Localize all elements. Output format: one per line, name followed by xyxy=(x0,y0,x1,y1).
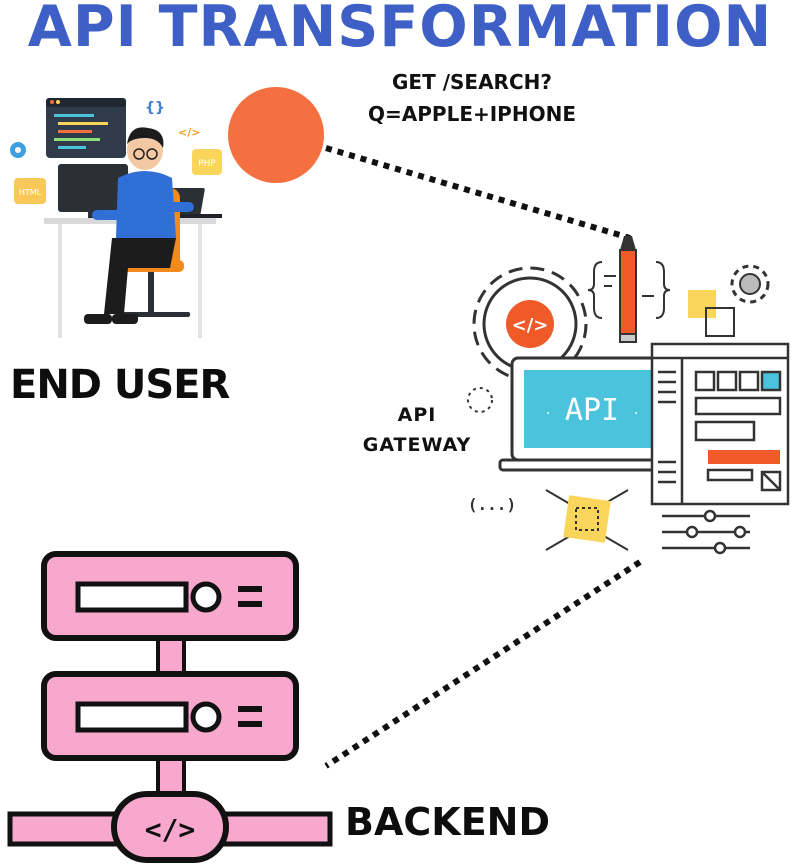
outline-square-icon xyxy=(705,307,735,337)
person-icon xyxy=(84,127,194,324)
backend-label: BACKEND xyxy=(345,800,551,844)
connector-user-to-gateway xyxy=(325,145,631,241)
pencil-icon xyxy=(619,236,637,343)
yellow-square-icon xyxy=(688,290,716,318)
html-badge-icon: HTML xyxy=(14,178,46,204)
gateway-screen-text: API xyxy=(565,393,619,428)
connector-gateway-to-backend xyxy=(324,559,642,769)
chip-icon xyxy=(545,489,629,551)
code-brackets-icon xyxy=(587,261,671,319)
end-user-label: END USER xyxy=(10,362,230,408)
backend-server-illustration: </> xyxy=(7,551,333,863)
php-badge-icon: PHP xyxy=(192,149,222,175)
api-gateway-illustration: </> API · · ( xyxy=(467,236,790,555)
request-text: GET /SEARCH? Q=APPLE+IPHONE xyxy=(322,66,622,130)
sliders-icon xyxy=(662,509,750,555)
gateway-code-badge: </> xyxy=(512,315,549,336)
html-badge-text: HTML xyxy=(19,188,42,197)
api-gateway-label-line-2: GATEWAY xyxy=(362,434,472,456)
gateway-laptop-icon: API · · xyxy=(498,356,686,472)
code-tag-icon: </> xyxy=(178,126,200,139)
ellipsis-badge-icon: (...) xyxy=(468,495,516,514)
backend-code-badge: </> xyxy=(145,813,196,846)
request-circle xyxy=(228,87,324,183)
diagram-title: API TRANSFORMATION xyxy=(27,0,773,60)
end-user-illustration: {} </> PHP HTML xyxy=(10,98,222,338)
request-line-1: GET /SEARCH? xyxy=(392,70,552,94)
server-unit-2 xyxy=(41,671,299,761)
large-gear-icon: </> xyxy=(472,266,588,382)
gear-icon xyxy=(10,142,26,158)
gateway-screen-dot-left: · xyxy=(546,406,550,422)
server-base: </> xyxy=(7,791,333,863)
server-unit-1 xyxy=(41,551,299,641)
api-gateway-label: API GATEWAY xyxy=(332,400,502,460)
code-window-icon xyxy=(46,98,126,158)
web-page-mockup xyxy=(650,342,790,506)
small-gear-icon xyxy=(730,264,770,304)
php-badge-text: PHP xyxy=(198,159,216,169)
api-gateway-label-line-1: API xyxy=(397,404,437,426)
braces-icon: {} xyxy=(145,100,165,116)
dotted-ring-icon xyxy=(467,387,493,413)
gateway-screen-dot-right: · xyxy=(634,406,638,422)
request-line-2: Q=APPLE+IPHONE xyxy=(368,102,576,126)
